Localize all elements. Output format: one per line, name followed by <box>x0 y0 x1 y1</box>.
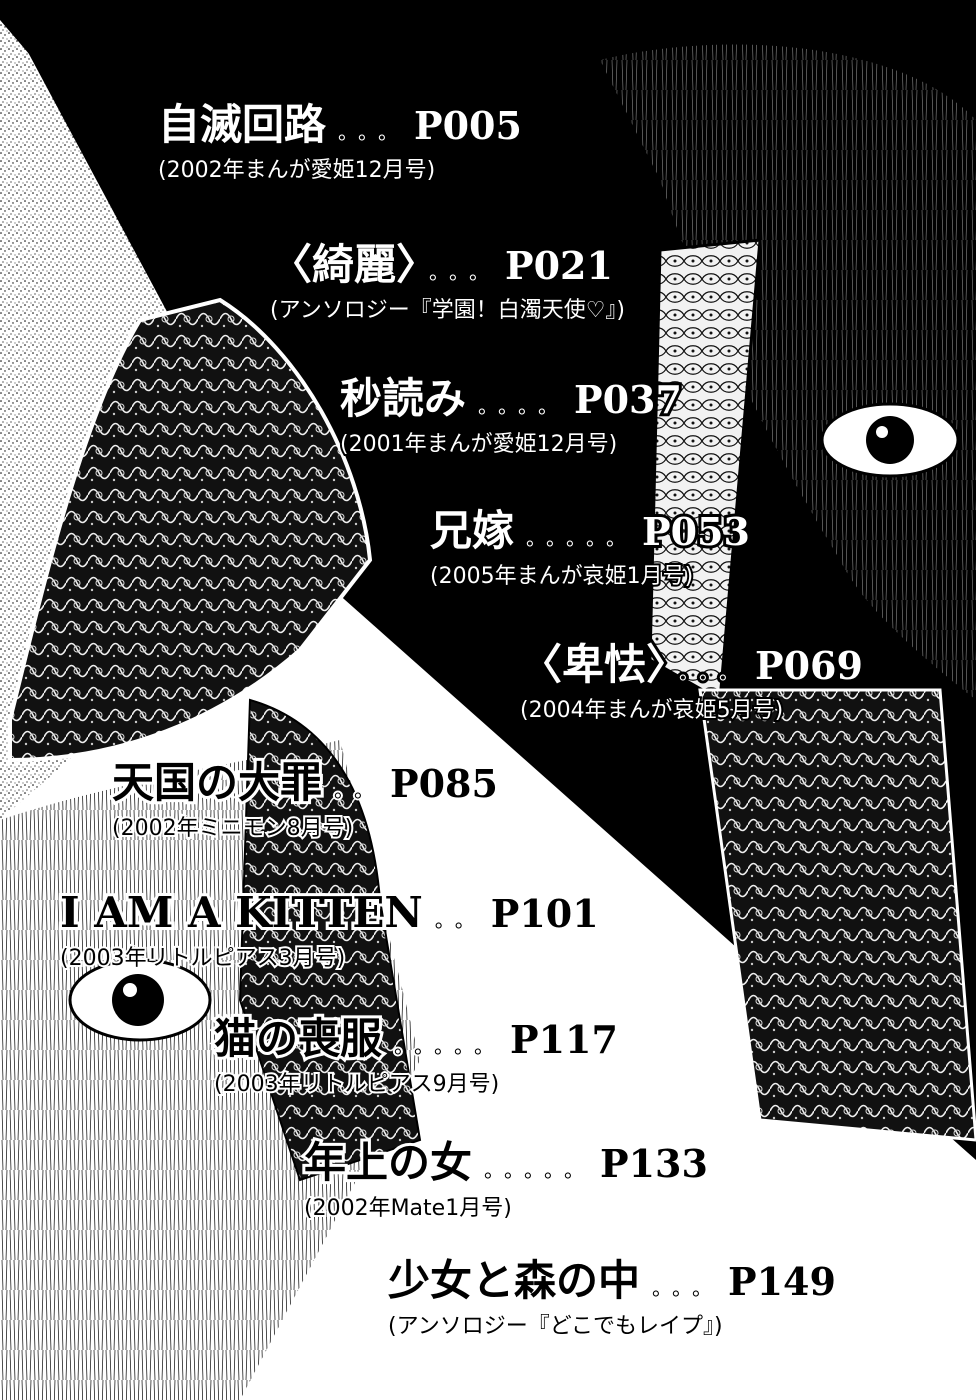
toc-entry-10[interactable]: 少女と森の中。。。P149 (アンソロジー『どこでもレイプ』) <box>385 1257 839 1342</box>
leader-dots: 。。。。。 <box>392 1034 505 1058</box>
leader-dots: 。。。 <box>650 1276 723 1300</box>
entry-title: 年上の女 <box>301 1138 475 1187</box>
page-number: P037 <box>571 377 685 422</box>
entry-title: 〈卑怯〉 <box>517 640 670 689</box>
entry-title: 自滅回路 <box>155 100 329 149</box>
entry-title: 少女と森の中 <box>385 1256 643 1305</box>
entry-source: (アンソロジー『学園！白濁天使♡』) <box>268 296 627 325</box>
entry-source: (2002年まんが愛姫12月号) <box>156 156 437 185</box>
page-number: P069 <box>752 643 866 688</box>
leader-dots: 。。 <box>433 908 485 932</box>
page-number: P085 <box>387 761 501 806</box>
page-number: P117 <box>507 1017 621 1062</box>
toc-entry-6[interactable]: 天国の大罪。。P085 (2002年ミニモン8月号) <box>109 759 501 844</box>
page-number: P101 <box>488 891 602 936</box>
leader-dots: 。。。 <box>676 659 750 685</box>
leader-dots: 。。。。。 <box>482 1158 595 1182</box>
toc-entry-4[interactable]: 兄嫁。。。。。P053 (2005年まんが哀姫1月号) <box>427 507 753 592</box>
toc-entry-8[interactable]: 猫の喪服。。。。。P117 (2003年リトルピアス9月号) <box>211 1015 621 1100</box>
entry-title: 〈綺麗〉 <box>267 240 420 289</box>
entry-source: (2005年まんが哀姫1月号) <box>428 562 695 591</box>
page-number: P149 <box>725 1259 839 1304</box>
leader-dots: 。。。。。 <box>523 525 637 551</box>
entry-source: (2003年リトルピアス3月号) <box>58 944 347 973</box>
toc-entry-2[interactable]: 〈綺麗〉。。。P021 (アンソロジー『学園！白濁天使♡』) <box>267 241 627 326</box>
entry-title: 天国の大罪 <box>109 758 325 807</box>
toc-entry-1[interactable]: 自滅回路。。。P005 (2002年まんが愛姫12月号) <box>155 101 525 186</box>
page-number: P021 <box>502 243 616 288</box>
page-number: P133 <box>597 1141 711 1186</box>
toc-entry-5[interactable]: 〈卑怯〉。。。P069 (2004年まんが哀姫5月号) <box>517 641 866 726</box>
entry-source: (2003年リトルピアス9月号) <box>212 1070 501 1099</box>
entry-title: 猫の喪服 <box>211 1014 385 1063</box>
entry-source: (アンソロジー『どこでもレイプ』) <box>386 1312 725 1341</box>
leader-dots: 。。。。 <box>475 393 569 419</box>
entry-title: 秒読み <box>337 374 469 423</box>
leader-dots: 。。。 <box>335 119 409 145</box>
entry-source: (2002年ミニモン8月号) <box>110 814 355 843</box>
entry-title: I AM A KITTEN <box>57 888 426 937</box>
toc-entry-9[interactable]: 年上の女。。。。。P133 (2002年Mate1月号) <box>301 1139 711 1224</box>
entry-source: (2001年まんが愛姫12月号) <box>338 430 619 459</box>
entry-source: (2002年Mate1月号) <box>302 1194 514 1223</box>
leader-dots: 。。 <box>332 778 385 802</box>
leader-dots: 。。。 <box>426 259 500 285</box>
toc-entry-3[interactable]: 秒読み。。。。P037 (2001年まんが愛姫12月号) <box>337 375 685 460</box>
entry-source: (2004年まんが哀姫5月号) <box>518 696 785 725</box>
entry-title: 兄嫁 <box>427 506 517 555</box>
page-number: P053 <box>639 509 753 554</box>
page-number: P005 <box>411 103 525 148</box>
toc-entry-7[interactable]: I AM A KITTEN 。。P101 (2003年リトルピアス3月号) <box>57 889 602 974</box>
